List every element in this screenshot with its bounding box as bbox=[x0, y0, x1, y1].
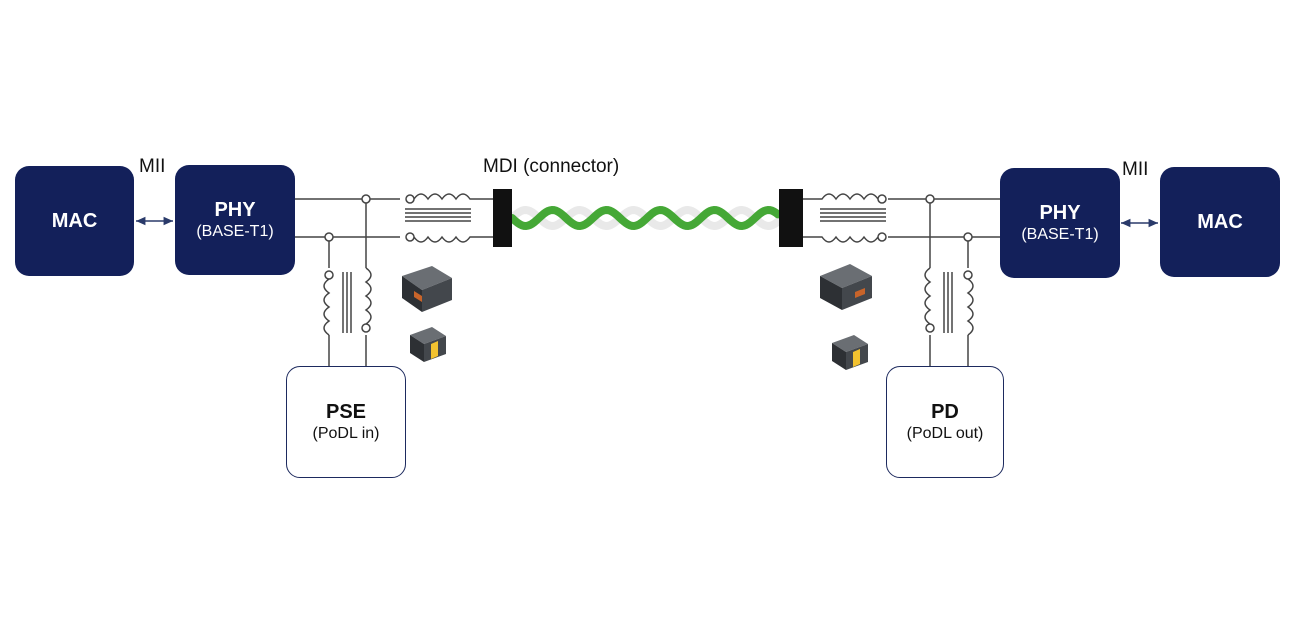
pse-subtitle: (PoDL in) bbox=[312, 425, 380, 442]
right-signal-lines bbox=[803, 198, 1000, 366]
mdi-connector-left bbox=[493, 189, 512, 247]
mac-right-title: MAC bbox=[1197, 211, 1243, 233]
right-common-mode-choke bbox=[818, 193, 887, 243]
phy-right-subtitle: (BASE-T1) bbox=[1021, 226, 1099, 243]
left-signal-lines bbox=[295, 198, 493, 366]
phy-right-title: PHY bbox=[1039, 202, 1081, 224]
twisted-pair-cable bbox=[508, 205, 782, 231]
phy-block-left: PHY (BASE-T1) bbox=[175, 165, 295, 275]
mdi-label: MDI (connector) bbox=[483, 156, 620, 177]
left-bias-inductors bbox=[323, 267, 372, 336]
mii-label-left: MII bbox=[139, 156, 166, 177]
pse-block: PSE (PoDL in) bbox=[286, 366, 406, 478]
mac-left-title: MAC bbox=[51, 210, 98, 232]
pd-title: PD bbox=[931, 401, 959, 423]
pd-subtitle: (PoDL out) bbox=[906, 425, 984, 442]
right-common-mode-choke-component-icon bbox=[820, 264, 872, 310]
left-junction-dots bbox=[324, 194, 371, 242]
phy-left-subtitle: (BASE-T1) bbox=[196, 223, 274, 240]
cable-wire-green bbox=[508, 205, 782, 231]
mac-block-left: MAC bbox=[15, 166, 134, 276]
pse-title: PSE bbox=[325, 401, 367, 423]
left-common-mode-choke-component-icon bbox=[402, 266, 452, 312]
phy-block-right: PHY (BASE-T1) bbox=[1000, 168, 1120, 278]
right-bias-inductors bbox=[924, 267, 974, 336]
left-common-mode-choke bbox=[405, 193, 474, 243]
mdi-connector-right bbox=[779, 189, 803, 247]
mac-block-right: MAC bbox=[1160, 167, 1280, 277]
mii-label-right: MII bbox=[1122, 159, 1149, 180]
right-chip-inductor-component-icon bbox=[832, 335, 868, 370]
pd-block: PD (PoDL out) bbox=[886, 366, 1004, 478]
right-junction-dots bbox=[925, 194, 973, 242]
phy-left-title: PHY bbox=[214, 199, 256, 221]
left-chip-inductor-component-icon bbox=[410, 327, 446, 362]
